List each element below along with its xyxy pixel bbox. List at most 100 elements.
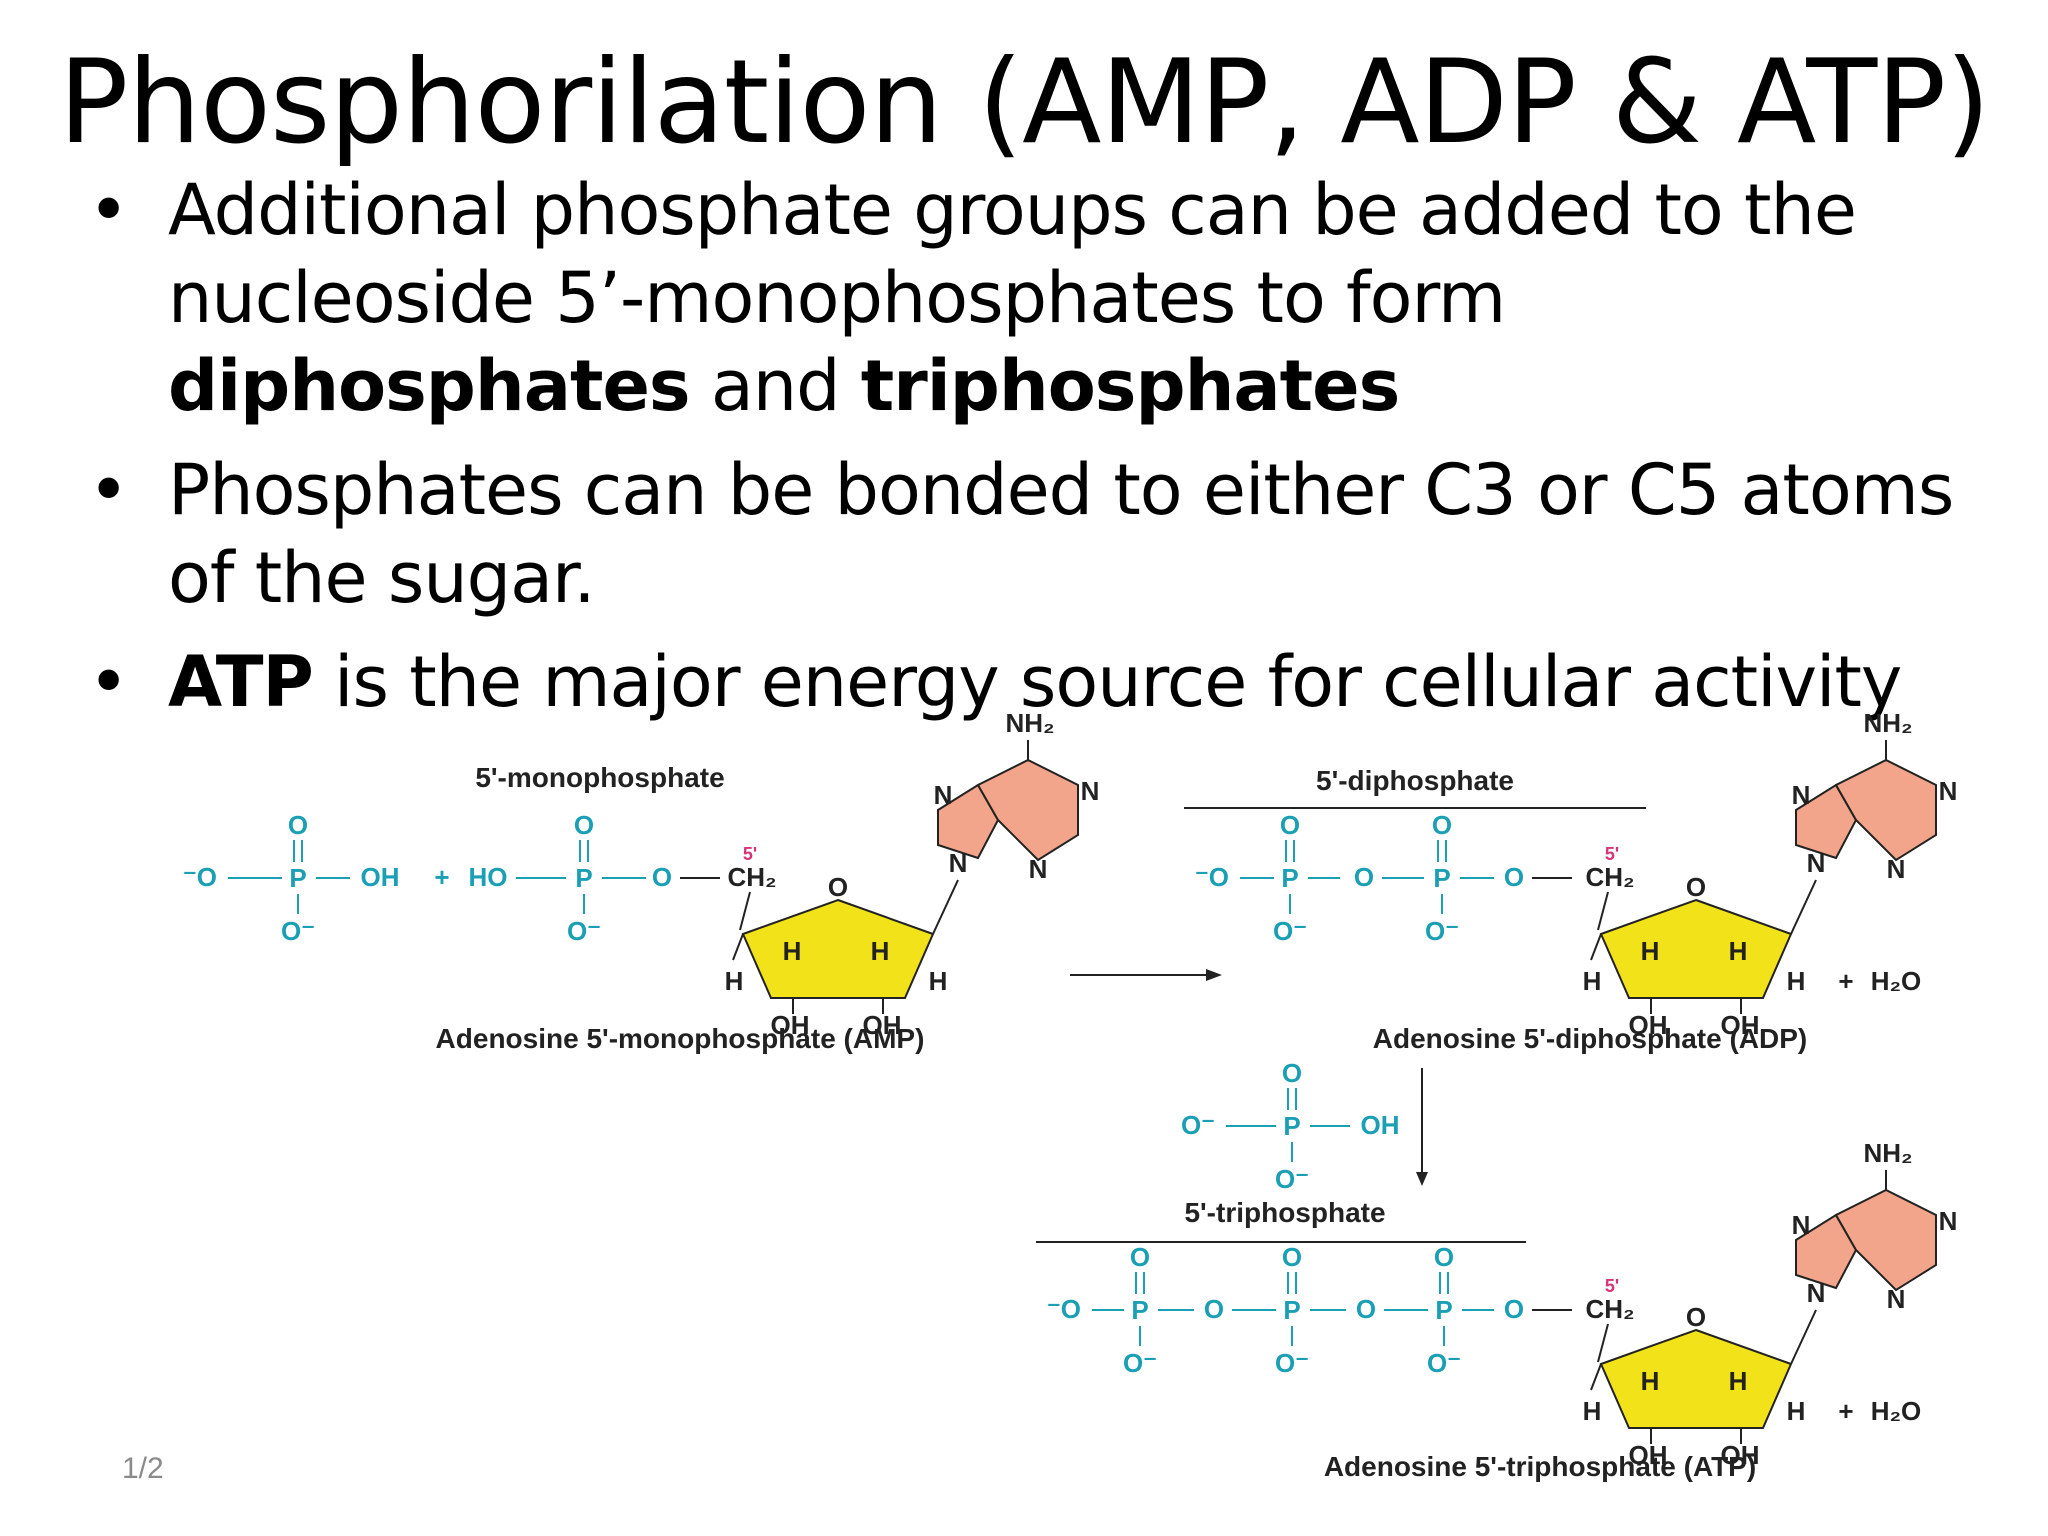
- water-molecule: H₂O: [1871, 1396, 1922, 1426]
- arrowhead: [1416, 1172, 1428, 1186]
- oxygen-anion: O⁻: [281, 916, 315, 946]
- oxygen-atom: O: [1432, 810, 1452, 840]
- adenine-ring: [1795, 783, 1858, 860]
- nitrogen-atom: N: [1792, 780, 1811, 810]
- hydrogen-atom: H: [1641, 936, 1660, 966]
- phosphorus-atom: P: [289, 863, 306, 893]
- oxygen-anion: O⁻: [567, 916, 601, 946]
- nitrogen-atom: N: [1807, 848, 1826, 878]
- methylene-group: CH₂: [1585, 1294, 1634, 1324]
- bullet-text: and: [689, 345, 861, 427]
- bond-line: [1590, 933, 1602, 961]
- adenine-ring: [937, 783, 1000, 860]
- five-prime-marker: 5': [1605, 844, 1619, 864]
- oxygen-anion: O⁻: [1273, 916, 1307, 946]
- label-diphosphate: 5'-diphosphate: [1316, 765, 1514, 796]
- oxygen-atom: O: [1280, 810, 1300, 840]
- hydrogen-atom: H: [1787, 1396, 1806, 1426]
- hydrogen-atom: H: [1583, 966, 1602, 996]
- ring-oxygen: O: [1686, 1302, 1706, 1332]
- phosphorus-atom: P: [1435, 1295, 1452, 1325]
- nitrogen-atom: N: [1887, 1284, 1906, 1314]
- oxygen-anion: ⁻O: [1047, 1294, 1081, 1324]
- oxygen-anion: O⁻: [1181, 1110, 1215, 1140]
- amino-group: NH₂: [1863, 708, 1912, 738]
- oxygen-atom: O: [288, 810, 308, 840]
- oxygen-atom: O: [1282, 1058, 1302, 1088]
- phosphorus-atom: P: [1131, 1295, 1148, 1325]
- hydrogen-atom: H: [1641, 1366, 1660, 1396]
- hydrogen-atom: H: [1787, 966, 1806, 996]
- adenine-ring: [1834, 758, 1937, 862]
- oxygen-anion: O⁻: [1123, 1348, 1157, 1378]
- nitrogen-atom: N: [934, 780, 953, 810]
- nitrogen-atom: N: [1029, 854, 1048, 884]
- oxygen-atom: O: [1504, 862, 1524, 892]
- hydroxyl-group: OH: [1361, 1110, 1400, 1140]
- oxygen-atom: O: [1282, 1242, 1302, 1272]
- plus-sign: +: [1838, 1396, 1853, 1426]
- hydroxyl-group: OH: [1721, 1010, 1760, 1040]
- plus-sign: +: [1838, 966, 1853, 996]
- methylene-group: CH₂: [727, 862, 776, 892]
- plus-sign: +: [434, 862, 449, 892]
- label-triphosphate: 5'-triphosphate: [1184, 1197, 1385, 1228]
- bullet-list: Additional phosphate groups can be added…: [88, 166, 2008, 742]
- oxygen-atom: O: [1204, 1294, 1224, 1324]
- bullet-bold-term: diphosphates: [168, 345, 691, 427]
- amino-group: NH₂: [1863, 1138, 1912, 1168]
- bond-line: [739, 891, 751, 931]
- nitrogen-atom: N: [1792, 1210, 1811, 1240]
- adenine-ring: [1795, 1213, 1858, 1290]
- phosphorus-atom: P: [575, 863, 592, 893]
- nitrogen-atom: N: [1887, 854, 1906, 884]
- oxygen-atom: O: [652, 862, 672, 892]
- hydroxyl-group: OH: [1629, 1440, 1668, 1470]
- bond-line: [1590, 1363, 1602, 1391]
- hydrogen-atom: H: [929, 966, 948, 996]
- hydrogen-atom: H: [1729, 1366, 1748, 1396]
- bond-line: [1597, 1323, 1609, 1363]
- bullet-text: Phosphates can be bonded to either C3 or…: [168, 449, 1954, 619]
- nitrogen-atom: N: [1939, 1206, 1958, 1236]
- oxygen-anion: O⁻: [1275, 1348, 1309, 1378]
- oxygen-anion: O⁻: [1425, 916, 1459, 946]
- hydroxyl-group: OH: [863, 1010, 902, 1040]
- nitrogen-atom: N: [1939, 776, 1958, 806]
- bond-line: [1790, 879, 1817, 935]
- oxygen-atom: O: [1504, 1294, 1524, 1324]
- hydrogen-atom: H: [783, 936, 802, 966]
- methylene-group: CH₂: [1585, 862, 1634, 892]
- hydroxyl-group: OH: [361, 862, 400, 892]
- bond-line: [1597, 891, 1609, 931]
- ribose-ring: [741, 898, 935, 999]
- bond-line: [732, 933, 744, 961]
- oxygen-anion: O⁻: [1275, 1164, 1309, 1194]
- bullet-item: ATP is the major energy source for cellu…: [88, 638, 2008, 726]
- ring-oxygen: O: [828, 872, 848, 902]
- label-atp: Adenosine 5'-triphosphate (ATP): [1324, 1451, 1756, 1482]
- label-monophosphate: 5'-monophosphate: [475, 762, 724, 793]
- bullet-item: Additional phosphate groups can be added…: [88, 166, 2008, 430]
- hydroxyl-group: HO: [469, 862, 508, 892]
- hydroxyl-group: OH: [771, 1010, 810, 1040]
- oxygen-atom: O: [1130, 1242, 1150, 1272]
- arrowhead: [1206, 969, 1222, 981]
- ribose-ring: [1599, 898, 1793, 999]
- oxygen-atom: O: [1434, 1242, 1454, 1272]
- nitrogen-atom: N: [949, 848, 968, 878]
- bullet-bold-term: triphosphates: [860, 345, 1400, 427]
- slide-title: Phosphorilation (AMP, ADP & ATP): [58, 35, 1991, 170]
- ring-oxygen: O: [1686, 872, 1706, 902]
- hydroxyl-group: OH: [1629, 1010, 1668, 1040]
- bullet-item: Phosphates can be bonded to either C3 or…: [88, 446, 2008, 622]
- phosphorus-atom: P: [1283, 1295, 1300, 1325]
- bullet-text: Additional phosphate groups can be added…: [168, 169, 1857, 339]
- label-amp: Adenosine 5'-monophosphate (AMP): [436, 1023, 925, 1054]
- hydrogen-atom: H: [1583, 1396, 1602, 1426]
- hydrogen-atom: H: [1729, 936, 1748, 966]
- adenine-ring: [1834, 1188, 1937, 1292]
- five-prime-marker: 5': [1605, 1276, 1619, 1296]
- bullet-bold-term: ATP: [168, 641, 314, 723]
